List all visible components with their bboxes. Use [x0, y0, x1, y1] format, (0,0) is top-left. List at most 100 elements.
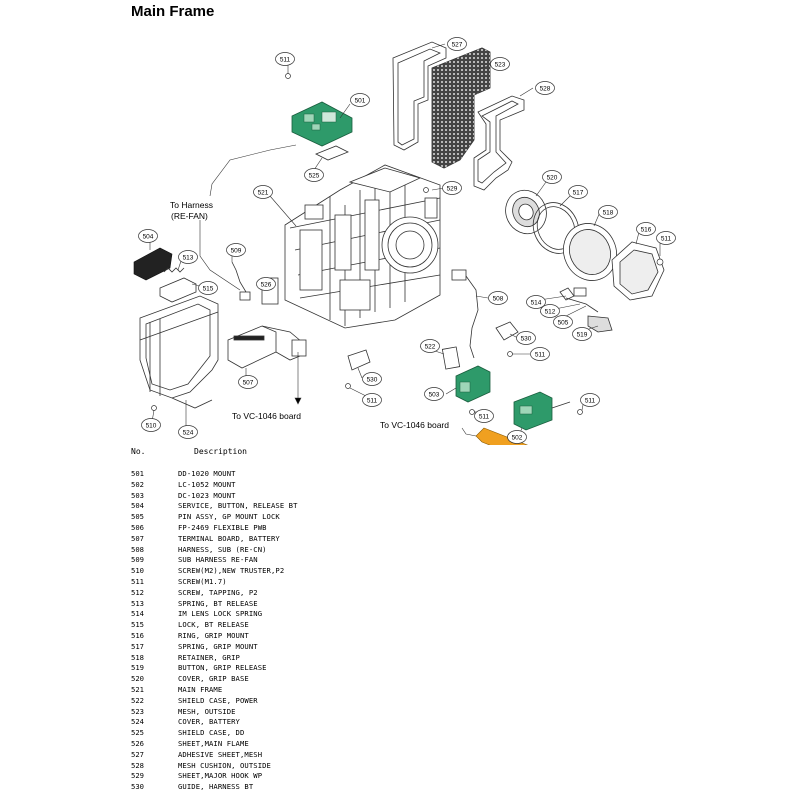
- callout-503: 503: [424, 387, 444, 401]
- callout-label: 529: [447, 185, 458, 192]
- callout-525: 525: [304, 168, 324, 182]
- part-number: 513: [131, 598, 144, 608]
- callout-label: 503: [429, 391, 440, 398]
- callout-label: 517: [573, 189, 584, 196]
- callout-label: 525: [309, 172, 320, 179]
- adhesive-sheet-mesh-part: [392, 41, 447, 151]
- callout-label: 507: [243, 379, 254, 386]
- callout-label: 518: [603, 209, 614, 216]
- cover-grip-base-part: [505, 189, 547, 235]
- note-to-harness-line1: To Harness: [170, 200, 213, 210]
- part-description: RETAINER, GRIP: [178, 652, 240, 662]
- callout-group: 5115015275235285255295215205175185165115…: [138, 37, 676, 444]
- part-number: 507: [131, 533, 144, 543]
- part-number: 508: [131, 544, 144, 554]
- part-description: PIN ASSY, GP MOUNT LOCK: [178, 512, 280, 522]
- lc-1052-mount-board: [513, 391, 571, 431]
- page-title: Main Frame: [131, 3, 215, 20]
- screw-parts: [151, 73, 664, 415]
- part-description: SPRING, GRIP MOUNT: [178, 641, 258, 651]
- part-number: 515: [131, 620, 144, 630]
- lock-release-part: [159, 277, 197, 303]
- spring-release-part: [163, 267, 185, 273]
- part-number: 501: [131, 469, 144, 478]
- part-description: TERMINAL BOARD, BATTERY: [178, 533, 280, 543]
- part-number: 528: [131, 760, 144, 770]
- battery-cover-assembly: [139, 295, 219, 409]
- part-description: SHEET,MAJOR HOOK WP: [178, 771, 263, 781]
- callout-523: 523: [490, 57, 510, 71]
- part-number: 530: [131, 782, 144, 792]
- part-number: 523: [131, 706, 144, 716]
- callout-530: 530: [362, 372, 382, 386]
- callout-519: 519: [572, 327, 592, 341]
- part-description: SERVICE, BUTTON, RELEASE BT: [178, 501, 298, 511]
- part-description: SCREW(M2),NEW TRUSTER,P2: [178, 566, 285, 576]
- mesh-outside-part: [431, 47, 491, 169]
- callout-511: 511: [530, 347, 550, 361]
- part-description: LC-1052 MOUNT: [178, 479, 236, 489]
- part-number: 510: [131, 566, 144, 576]
- callout-label: 511: [585, 397, 596, 404]
- note-to-vc-board-right: To VC-1046 board: [380, 420, 449, 430]
- callout-label: 524: [183, 429, 194, 436]
- part-number: 525: [131, 728, 144, 738]
- part-description: COVER, GRIP BASE: [178, 674, 249, 684]
- part-number: 502: [131, 479, 144, 489]
- part-number: 503: [131, 490, 144, 500]
- callout-511: 511: [474, 409, 494, 423]
- main-frame-part: [261, 164, 441, 329]
- callout-516: 516: [636, 222, 656, 236]
- part-description: SCREW(M1.7): [178, 576, 227, 586]
- part-number: 522: [131, 695, 144, 705]
- callout-label: 521: [258, 189, 269, 196]
- wire-routes: [199, 144, 477, 437]
- part-number: 506: [131, 522, 144, 532]
- col-no-header: No.: [131, 447, 146, 456]
- sub-harness-fan-part: [231, 261, 251, 301]
- ring-grip-mount-part: [611, 241, 665, 301]
- dd-1020-mount-board: [291, 101, 353, 147]
- service-button-release-part: [133, 247, 173, 281]
- callout-526: 526: [256, 277, 276, 291]
- part-description: ADHESIVE SHEET,MESH: [178, 749, 263, 759]
- callout-511: 511: [656, 231, 676, 245]
- note-to-vc-board-left: To VC-1046 board: [232, 411, 301, 421]
- callout-517: 517: [568, 185, 588, 199]
- callout-label: 511: [661, 235, 672, 242]
- part-number: 529: [131, 771, 144, 781]
- callout-504: 504: [138, 229, 158, 243]
- callout-502: 502: [507, 430, 527, 444]
- part-number: 520: [131, 674, 144, 684]
- callout-label: 512: [545, 308, 556, 315]
- callout-501: 501: [350, 93, 370, 107]
- callout-label: 501: [355, 97, 366, 104]
- callout-513: 513: [178, 250, 198, 264]
- callout-529: 529: [442, 181, 462, 195]
- callout-507: 507: [238, 375, 258, 389]
- mesh-cushion-outside-part: [473, 95, 525, 191]
- callout-label: 530: [521, 335, 532, 342]
- callout-label: 508: [493, 295, 504, 302]
- callout-511: 511: [362, 393, 382, 407]
- part-description: DD-1020 MOUNT: [178, 469, 236, 478]
- callout-515: 515: [198, 281, 218, 295]
- note-to-harness-line2: (RE-FAN): [171, 211, 208, 221]
- part-description: SPRING, BT RELEASE: [178, 598, 258, 608]
- dc-1023-mount-board: [455, 365, 491, 403]
- part-description: SCREW, TAPPING, P2: [178, 587, 258, 597]
- callout-505: 505: [553, 315, 573, 329]
- part-number: 509: [131, 555, 144, 565]
- callout-label: 510: [146, 422, 157, 429]
- callout-508: 508: [488, 291, 508, 305]
- part-description: COVER, BATTERY: [178, 717, 240, 727]
- callout-518: 518: [598, 205, 618, 219]
- callout-520: 520: [542, 170, 562, 184]
- retainer-grip-part: [563, 223, 617, 281]
- callout-524: 524: [178, 425, 198, 439]
- part-number: 517: [131, 641, 144, 651]
- callout-label: 511: [535, 351, 546, 358]
- part-number: 518: [131, 652, 144, 662]
- part-number: 527: [131, 749, 144, 759]
- callout-label: 530: [367, 376, 378, 383]
